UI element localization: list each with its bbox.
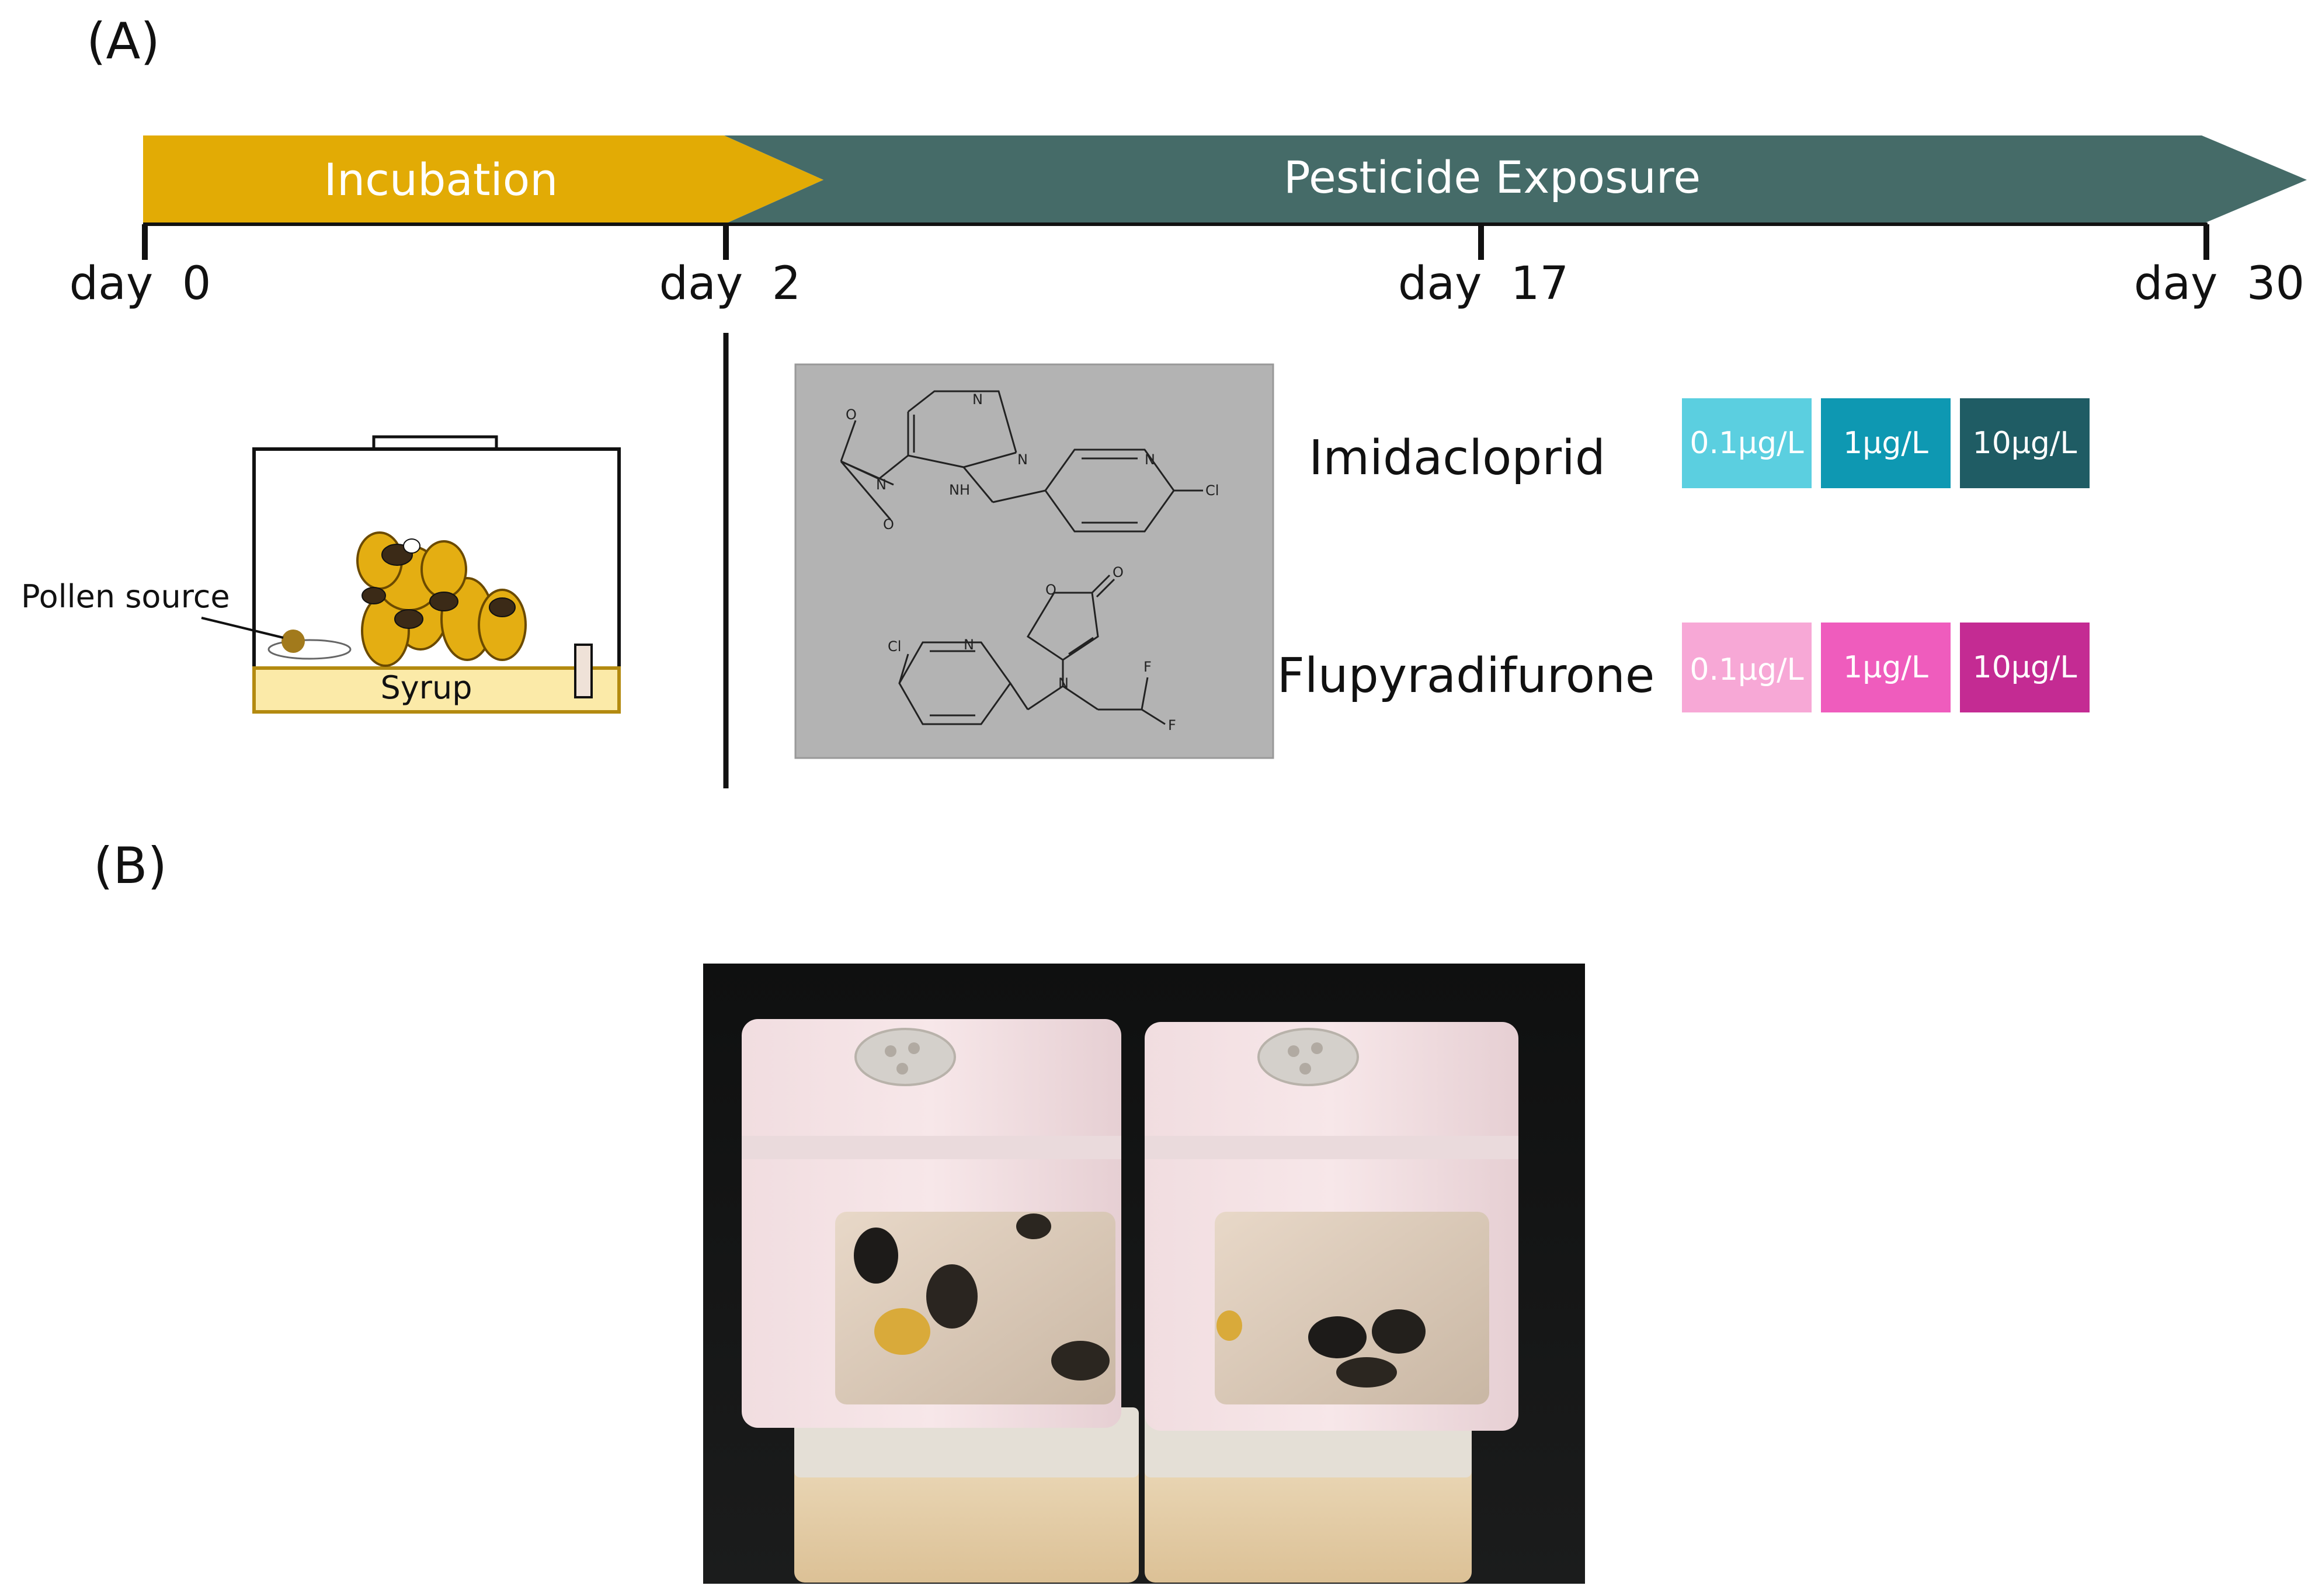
imidacloprid-atom-cl: Cl [1205, 482, 1219, 499]
flupyradifurone-atom-o-carbonyl: O [1113, 564, 1124, 580]
rearing-box-photo [703, 964, 1585, 1584]
dose-label-flupyradifurone-1: 1μg/L [1843, 650, 1928, 685]
left-rearing-box [742, 1019, 1139, 1583]
imidacloprid-atom-n-plus: N [876, 477, 887, 493]
day-30-label: day 30 [2134, 258, 2304, 310]
imidacloprid-structure [840, 390, 1203, 533]
day-17-label: day 17 [1398, 258, 1569, 310]
flupyradifurone-atom-labels: O O Cl N N F F [888, 564, 1176, 733]
dose-box-flupyradifurone-10 [1960, 623, 2090, 712]
incubation-phase-bar [143, 135, 823, 224]
pollen-pointer [201, 617, 284, 639]
dose-box-imidacloprid-1 [1821, 398, 1951, 488]
day-0-label: day 0 [69, 258, 211, 310]
flupyradifurone-atom-f-upper: F [1143, 659, 1152, 675]
day-2-label: day 2 [659, 258, 801, 310]
flupyradifurone-structure [898, 574, 1166, 725]
compound-flupyradifurone: Flupyradifurone [1277, 648, 1655, 704]
dose-box-flupyradifurone-0.1 [1682, 623, 1812, 712]
imidacloprid-atom-n-pyridine: N [1145, 451, 1155, 468]
flupyradifurone-atom-n-amine: N [1058, 675, 1069, 691]
flupyradifurone-atom-n-pyridine: N [964, 637, 974, 653]
dose-box-imidacloprid-10 [1960, 398, 2090, 488]
dose-label-flupyradifurone-0.1: 0.1μg/L [1690, 652, 1803, 687]
imidacloprid-atom-n-imid: N [1017, 451, 1028, 468]
dose-box-imidacloprid-0.1 [1682, 398, 1812, 488]
flupyradifurone-atom-f-lower: F [1168, 717, 1176, 733]
dose-label-imidacloprid-10: 10μg/L [1973, 426, 2077, 461]
right-rearing-box [1145, 1022, 1518, 1583]
bee-icons [361, 538, 516, 629]
structure-panel [794, 363, 1274, 759]
panel-b-label: (B) [93, 837, 167, 895]
exposure-label: Pesticide Exposure [1284, 151, 1701, 203]
rearing-box-illustration: Syrup Pollen source [21, 435, 621, 714]
dose-box-flupyradifurone-1 [1821, 623, 1951, 712]
dose-label-flupyradifurone-10: 10μg/L [1973, 650, 2077, 685]
imidacloprid-atom-nh: NH [949, 482, 970, 498]
dose-label-imidacloprid-1: 1μg/L [1843, 426, 1928, 461]
pollen-ball [281, 630, 305, 653]
imidacloprid-atom-o-upper: O [846, 406, 857, 423]
dose-label-imidacloprid-0.1: 0.1μg/L [1690, 426, 1803, 461]
syrup-label: Syrup [381, 669, 472, 706]
pollen-dish [267, 639, 352, 660]
flupyradifurone-atom-o-ring: O [1045, 582, 1056, 598]
imidacloprid-atom-n-ring: N [972, 391, 983, 408]
syrup-tray [252, 666, 621, 714]
imidacloprid-atom-labels: O N O NH N N N Cl [846, 391, 1219, 533]
incubation-label: Incubation [324, 154, 558, 206]
exposure-phase-bar [724, 135, 2307, 224]
syrup-wick [574, 644, 593, 698]
compound-imidacloprid: Imidacloprid [1309, 430, 1605, 486]
flupyradifurone-atom-cl: Cl [888, 638, 901, 655]
panel-a-label: (A) [86, 12, 160, 71]
imidacloprid-atom-o-lower: O [883, 516, 894, 533]
pollen-source-label: Pollen source [21, 578, 230, 615]
